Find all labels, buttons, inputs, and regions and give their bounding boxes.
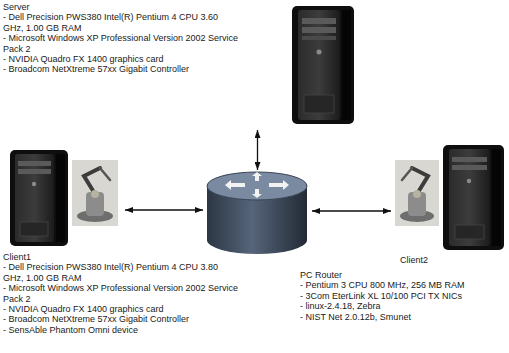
machine-name: Client2 xyxy=(400,255,500,265)
spec-line: - Broadcom NetXtreme 57xx Gigabit Contro… xyxy=(3,64,239,74)
client1-tower xyxy=(10,150,68,246)
spec-line: - Broadcom NetXtreme 57xx Gigabit Contro… xyxy=(3,314,240,324)
connector-anchor xyxy=(205,172,310,258)
machine-name: Server xyxy=(3,2,239,12)
haptic-device xyxy=(395,160,439,226)
spec-line: - Dell Precision PWS380 Intel(R) Pentium… xyxy=(3,262,240,283)
server-tower xyxy=(292,6,354,124)
spec-line: - NVIDIA Quadro FX 1400 graphics card xyxy=(3,54,239,64)
spec-list: Client2 xyxy=(400,255,500,265)
spec-line: - Pentium 3 CPU 800 MHz, 256 MB RAM xyxy=(300,280,500,290)
client-node: Client1- Dell Precision PWS380 Intel(R) … xyxy=(3,148,241,338)
spec-list: PC Router- Pentium 3 CPU 800 MHz, 256 MB… xyxy=(300,270,500,322)
spec-line: - Microsoft Windows XP Professional Vers… xyxy=(3,33,239,54)
spec-list: Client1- Dell Precision PWS380 Intel(R) … xyxy=(3,252,240,335)
spec-line: - 3Com EterLink XL 10/100 PCI TX NICs xyxy=(300,291,500,301)
network-link xyxy=(125,209,203,210)
machine-name: PC Router xyxy=(300,270,500,280)
machine-name: Client1 xyxy=(3,252,240,262)
spec-line: - Dell Precision PWS380 Intel(R) Pentium… xyxy=(3,12,239,33)
spec-line: - linux-2.4.18, Zebra xyxy=(300,301,500,311)
router-node: PC Router- Pentium 3 CPU 800 MHz, 256 MB… xyxy=(205,170,505,325)
client-node: Client2 xyxy=(393,145,505,268)
network-link xyxy=(312,210,391,211)
spec-line: - Microsoft Windows XP Professional Vers… xyxy=(3,283,240,304)
haptic-device xyxy=(72,160,118,226)
client2-tower xyxy=(443,145,504,250)
spec-line: - NIST Net 2.0.12b, Smunet xyxy=(300,312,500,322)
server-node: Server- Dell Precision PWS380 Intel(R) P… xyxy=(0,0,362,130)
spec-list: Server- Dell Precision PWS380 Intel(R) P… xyxy=(3,2,239,75)
spec-line: - SensAble Phantom Omni device xyxy=(3,325,240,335)
network-link xyxy=(257,130,258,170)
connector-anchor xyxy=(393,145,505,250)
router-icon xyxy=(207,172,307,254)
connector-anchor xyxy=(8,148,123,248)
spec-line: - NVIDIA Quadro FX 1400 graphics card xyxy=(3,304,240,314)
